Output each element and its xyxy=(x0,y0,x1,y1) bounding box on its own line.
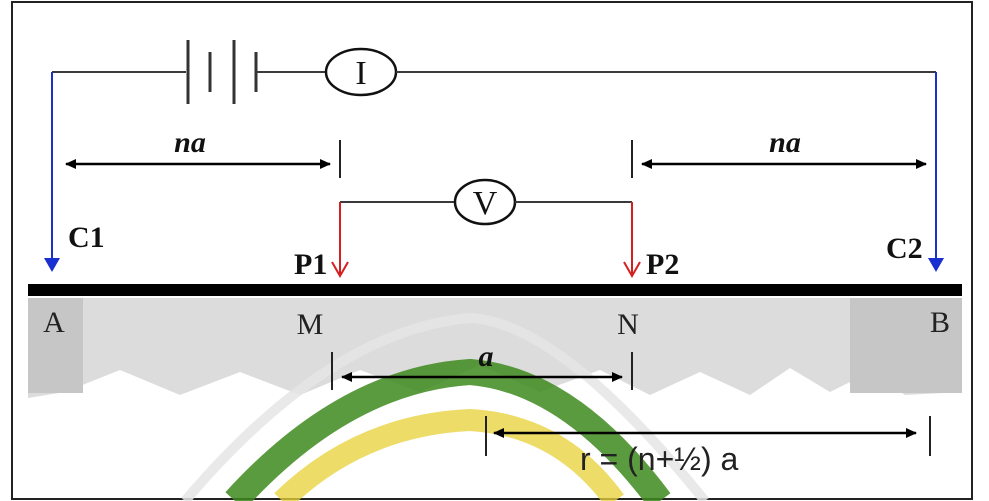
electrode-label-c2: C2 xyxy=(886,232,923,265)
electrode-label-c1: C1 xyxy=(68,221,105,254)
watermark-arc-outer xyxy=(181,312,709,501)
ground-band xyxy=(28,298,962,398)
spacing-label-right-na: na xyxy=(769,126,801,159)
spacing-label-left-na: na xyxy=(174,126,206,159)
c2-electrode-arrowhead xyxy=(928,258,944,272)
watermark-arc-yellow xyxy=(274,408,624,501)
spacing-label-r-formula: r = (n+½) a xyxy=(580,441,739,477)
voltmeter-label: V xyxy=(473,185,498,222)
spacing-label-a: a xyxy=(479,340,494,373)
ammeter-label: I xyxy=(355,55,366,92)
p1-electrode-arrowhead xyxy=(331,261,349,279)
point-label-b: B xyxy=(930,306,950,339)
ground-right-dark xyxy=(850,298,962,393)
battery-symbol xyxy=(186,40,258,104)
point-label-m: M xyxy=(297,308,324,341)
c1-electrode-arrowhead xyxy=(44,258,60,272)
electrode-label-p1: P1 xyxy=(294,248,327,281)
point-label-a: A xyxy=(43,306,65,339)
point-label-n: N xyxy=(617,308,639,341)
p2-electrode-arrowhead xyxy=(623,261,641,279)
ground-left-dark xyxy=(28,298,83,393)
ground-shading xyxy=(28,298,962,398)
electrode-label-p2: P2 xyxy=(646,248,679,281)
